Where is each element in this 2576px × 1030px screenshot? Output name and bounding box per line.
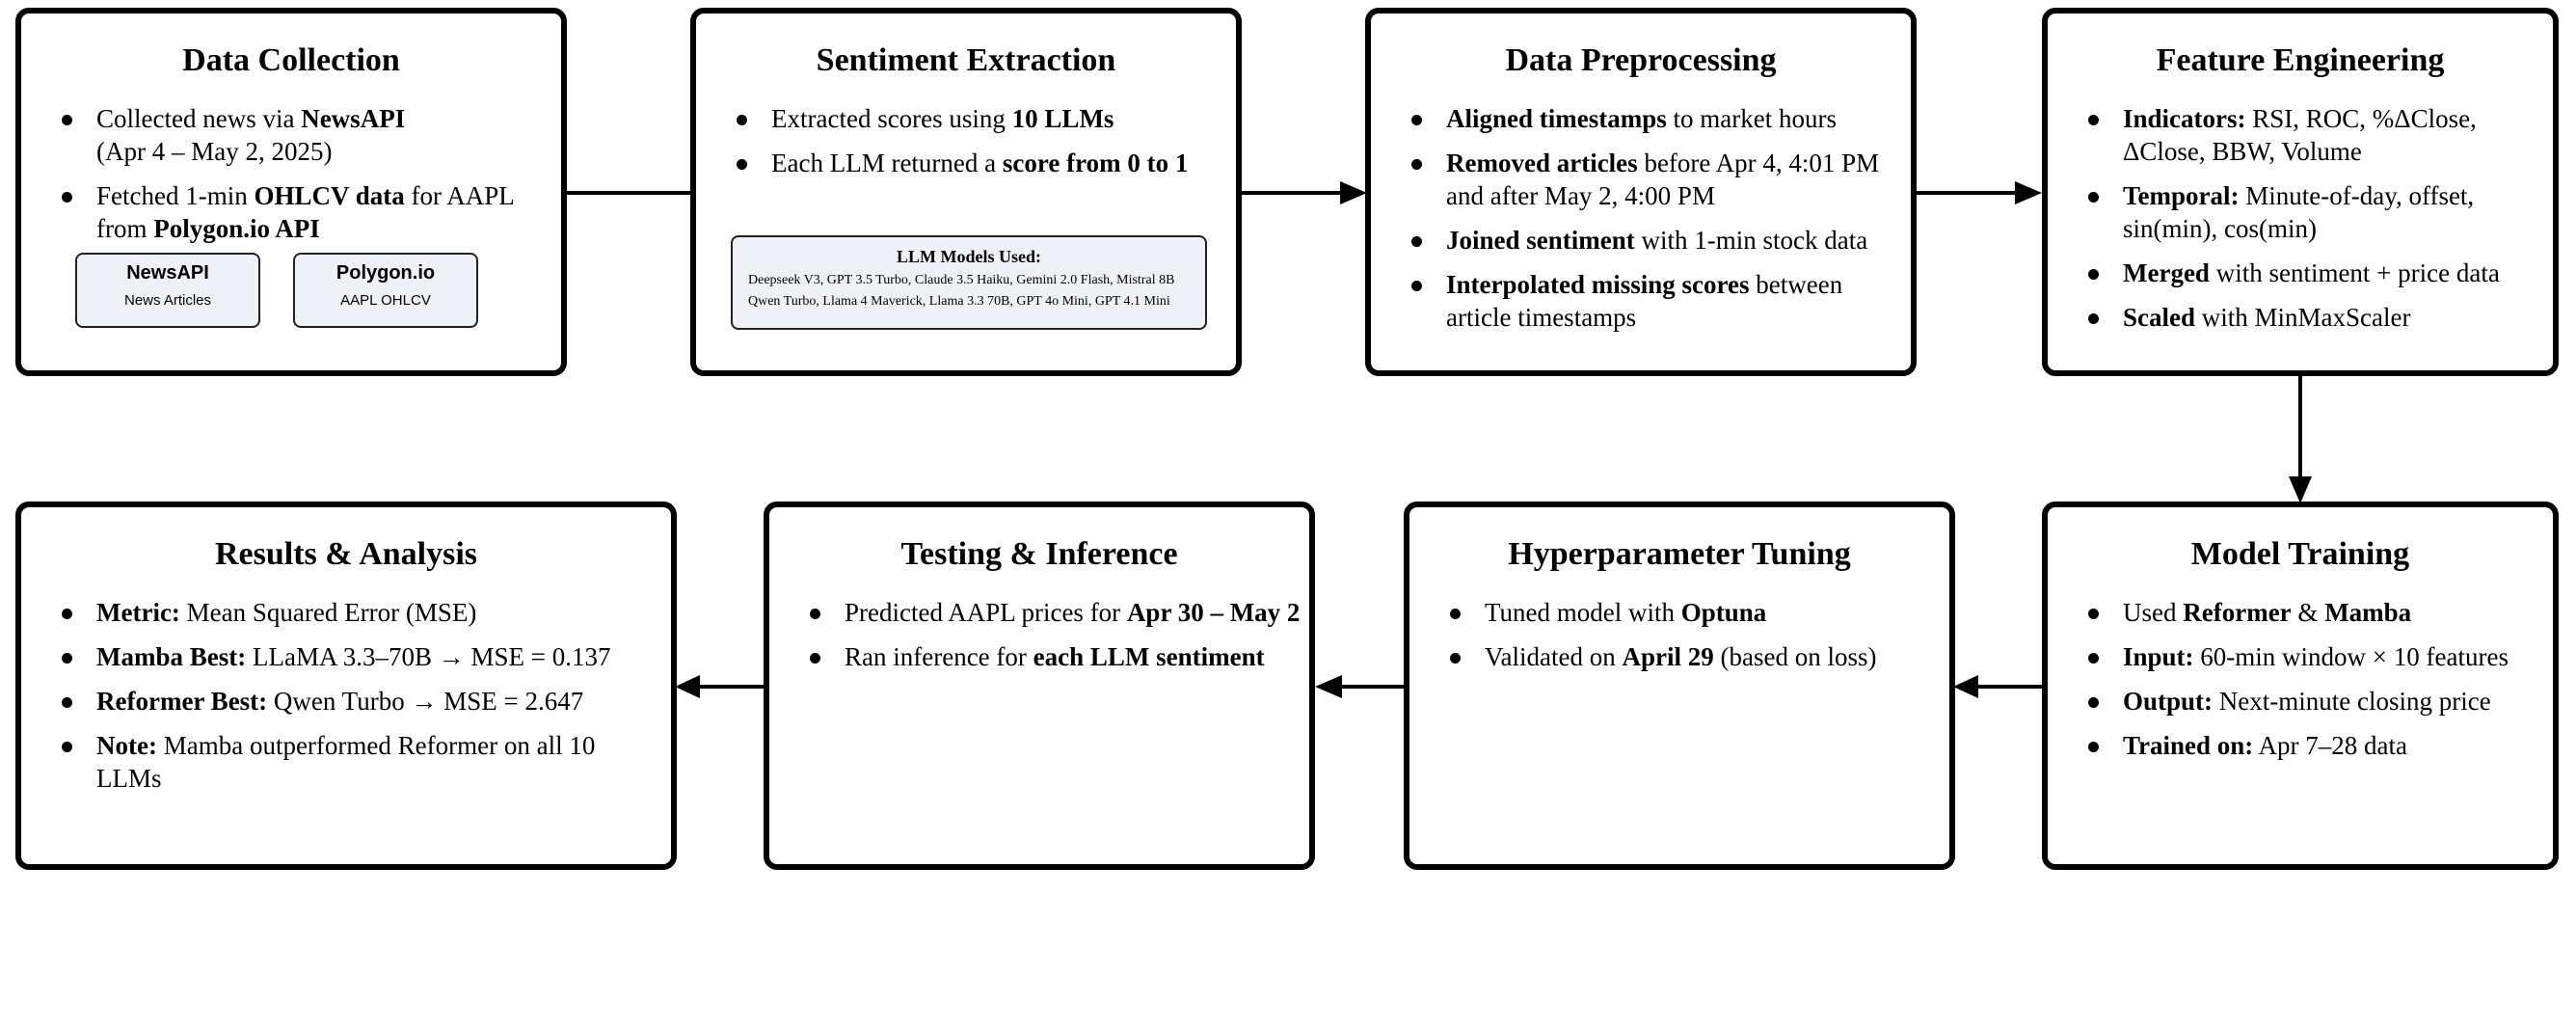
bullet-item: Ran inference for each LLM sentiment — [806, 640, 1301, 673]
bullet-item: Validated on April 29 (based on loss) — [1446, 640, 1942, 673]
bullet-item: Aligned timestamps to market hours — [1408, 102, 1903, 135]
bullet-item: Output: Next-minute closing price — [2084, 685, 2545, 718]
source-polygon: Polygon.io AAPL OHLCV — [293, 253, 478, 328]
source-newsapi: NewsAPI News Articles — [75, 253, 260, 328]
bullet-list: Used Reformer & Mamba Input: 60-min wind… — [2084, 596, 2545, 773]
bullet-item: Trained on: Apr 7–28 data — [2084, 729, 2545, 762]
box-title: Data Preprocessing — [1505, 42, 1777, 78]
arrowhead-7 — [675, 675, 700, 698]
box-title: Data Collection — [182, 42, 400, 78]
bullet-item: Reformer Best: Qwen Turbo → MSE = 2.647 — [58, 685, 663, 718]
bullet-item: Fetched 1-min OHLCV data for AAPL from P… — [58, 179, 553, 245]
arrowhead-6 — [1315, 675, 1342, 698]
bullet-list: Collected news via NewsAPI (Apr 4 – May … — [58, 102, 553, 257]
source-title: Polygon.io — [335, 262, 436, 284]
box-testing-inference: Testing & Inference Predicted AAPL price… — [764, 501, 1315, 870]
bullet-list: Indicators: RSI, ROC, %ΔClose, ΔClose, B… — [2084, 102, 2545, 345]
arrowhead-4 — [2289, 476, 2312, 503]
bullet-item: Tuned model with Optuna — [1446, 596, 1942, 629]
bullet-item: Indicators: RSI, ROC, %ΔClose, ΔClose, B… — [2084, 102, 2545, 168]
box-feature-engineering: Feature Engineering Indicators: RSI, ROC… — [2042, 8, 2559, 376]
box-title: Sentiment Extraction — [816, 42, 1116, 78]
bullet-item: Mamba Best: LLaMA 3.3–70B → MSE = 0.137 — [58, 640, 663, 673]
llm-models-line: Deepseek V3, GPT 3.5 Turbo, Claude 3.5 H… — [748, 273, 1175, 287]
box-hyperparameter-tuning: Hyperparameter Tuning Tuned model with O… — [1404, 501, 1955, 870]
bullet-item: Scaled with MinMaxScaler — [2084, 301, 2545, 334]
box-sentiment-extraction: Sentiment Extraction Extracted scores us… — [690, 8, 1242, 376]
arrowhead-3 — [2015, 181, 2042, 204]
box-title: Model Training — [2190, 536, 2410, 572]
bullet-item: Collected news via NewsAPI (Apr 4 – May … — [58, 102, 553, 168]
bullet-item: Each LLM returned a score from 0 to 1 — [733, 147, 1228, 179]
bullet-item: Merged with sentiment + price data — [2084, 257, 2545, 289]
box-data-preprocessing: Data Preprocessing Aligned timestamps to… — [1365, 8, 1917, 376]
box-data-collection: Data Collection Collected news via NewsA… — [15, 8, 567, 376]
bullet-list: Aligned timestamps to market hours Remov… — [1408, 102, 1903, 345]
bullet-item: Joined sentiment with 1-min stock data — [1408, 224, 1903, 257]
source-subtitle: News Articles — [123, 292, 212, 309]
bullet-item: Input: 60-min window × 10 features — [2084, 640, 2545, 673]
box-title: Hyperparameter Tuning — [1508, 536, 1851, 572]
bullet-list: Extracted scores using 10 LLMs Each LLM … — [733, 102, 1228, 191]
bullet-item: Temporal: Minute-of-day, offset, sin(min… — [2084, 179, 2545, 245]
bullet-item: Metric: Mean Squared Error (MSE) — [58, 596, 663, 629]
bullet-item: Predicted AAPL prices for Apr 30 – May 2 — [806, 596, 1301, 629]
bullet-list: Tuned model with Optuna Validated on Apr… — [1446, 596, 1942, 685]
bullet-list: Metric: Mean Squared Error (MSE) Mamba B… — [58, 596, 663, 806]
source-title: NewsAPI — [126, 262, 209, 284]
bullet-item: Used Reformer & Mamba — [2084, 596, 2545, 629]
bullet-list: Predicted AAPL prices for Apr 30 – May 2… — [806, 596, 1301, 685]
bullet-item: Interpolated missing scores between arti… — [1408, 268, 1903, 334]
llm-models-line: Qwen Turbo, Llama 4 Maverick, Llama 3.3 … — [748, 294, 1170, 309]
bullet-item: Note: Mamba outperformed Reformer on all… — [58, 729, 663, 795]
box-results-analysis: Results & Analysis Metric: Mean Squared … — [15, 501, 677, 870]
box-title: Results & Analysis — [214, 536, 478, 572]
arrowhead-2 — [1340, 181, 1367, 204]
arrowhead-5 — [1953, 675, 1978, 698]
box-model-training: Model Training Used Reformer & Mamba Inp… — [2042, 501, 2559, 870]
bullet-item: Extracted scores using 10 LLMs — [733, 102, 1228, 135]
box-title: Feature Engineering — [2156, 42, 2445, 78]
llm-models-panel: LLM Models Used: Deepseek V3, GPT 3.5 Tu… — [731, 235, 1207, 330]
bullet-item: Removed articles before Apr 4, 4:01 PM a… — [1408, 147, 1903, 212]
box-title: Testing & Inference — [900, 536, 1178, 572]
llm-models-title: LLM Models Used: — [897, 247, 1041, 266]
source-subtitle: AAPL OHLCV — [340, 292, 431, 309]
